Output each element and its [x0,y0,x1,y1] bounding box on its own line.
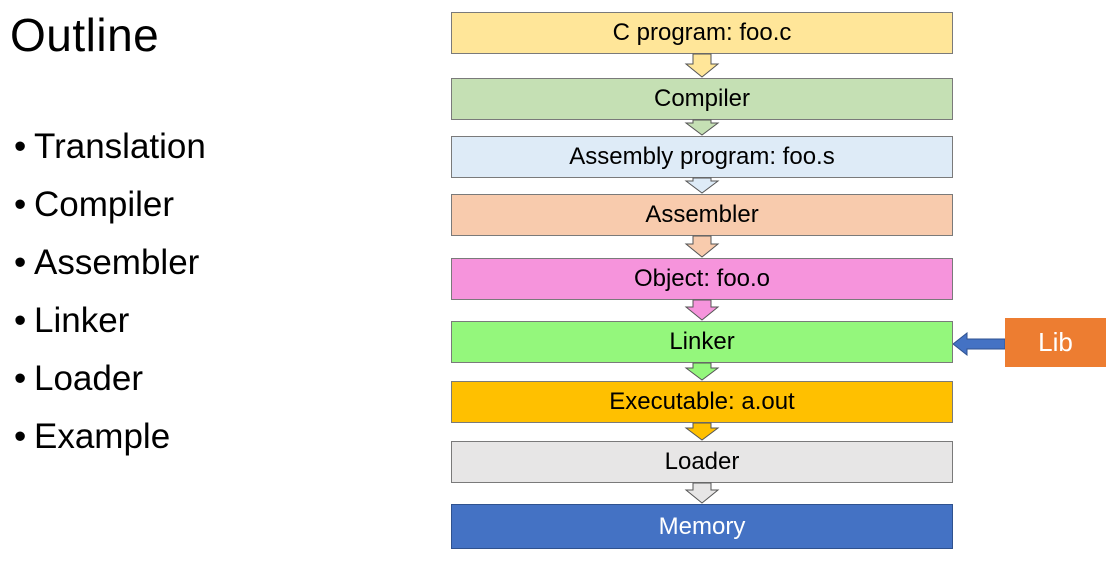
outline-item-loader: •Loader [14,350,206,408]
down-arrow-icon [684,482,720,504]
down-arrow-icon [684,422,720,441]
bullet-icon: • [14,417,27,456]
bullet-icon: • [14,359,27,398]
flow-box-c-program: C program: foo.c [451,12,953,54]
flow-box-assembly: Assembly program: foo.s [451,136,953,178]
outline-item-assembler: •Assembler [14,234,206,292]
outline-item-translation: •Translation [14,118,206,176]
flow-box-object: Object: foo.o [451,258,953,300]
outline-list: •Translation •Compiler •Assembler •Linke… [14,118,206,466]
outline-item-example: •Example [14,408,206,466]
outline-item-compiler: •Compiler [14,176,206,234]
flow-box-linker: Linker [451,321,953,363]
down-arrow-icon [684,119,720,136]
bullet-icon: • [14,301,27,340]
down-arrow-icon [684,299,720,321]
flow-box-assembler: Assembler [451,194,953,236]
bullet-icon: • [14,185,27,224]
flow-box-compiler: Compiler [451,78,953,120]
down-arrow-icon [684,235,720,258]
flow-box-executable: Executable: a.out [451,381,953,423]
library-box: Lib [1005,318,1106,367]
slide-title: Outline [10,9,160,61]
bullet-icon: • [14,127,27,166]
outline-item-linker: •Linker [14,292,206,350]
left-arrow-icon [953,332,1006,356]
down-arrow-icon [684,53,720,78]
bullet-icon: • [14,243,27,282]
flow-box-loader: Loader [451,441,953,483]
down-arrow-icon [684,177,720,194]
flow-box-memory: Memory [451,504,953,549]
down-arrow-icon [684,362,720,381]
